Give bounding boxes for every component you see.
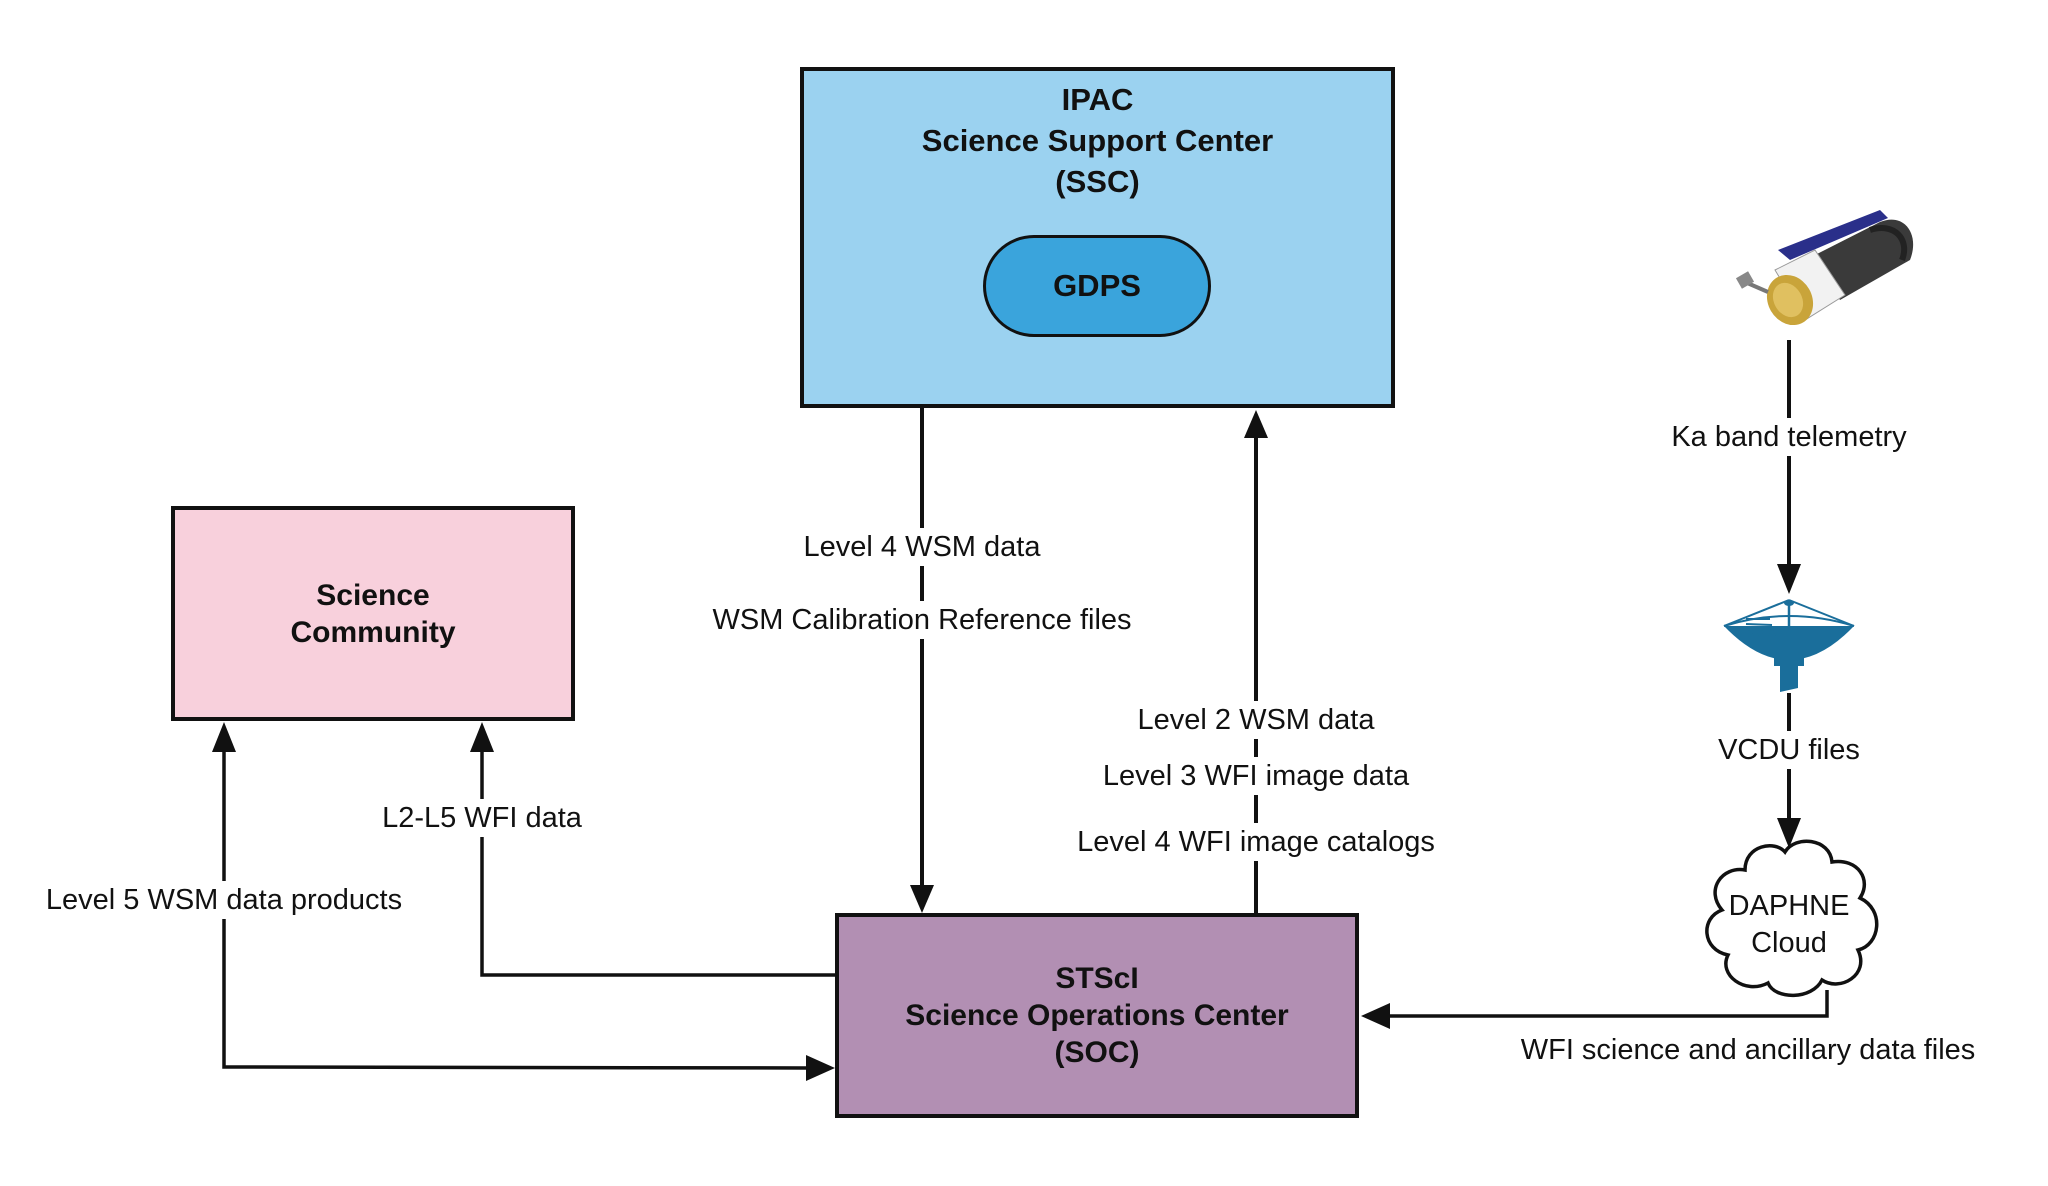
arrowhead-community-wfi [470, 722, 494, 752]
cloud-line-1: DAPHNE [1728, 890, 1850, 922]
arrowhead-cloud [1777, 818, 1801, 848]
edge-label-wsm-calibration: WSM Calibration Reference files [708, 601, 1136, 639]
edge-label-level2-wsm: Level 2 WSM data [1133, 701, 1379, 739]
arrow-community-soc-wsm [222, 750, 809, 1070]
edge-label-level4-wsm: Level 4 WSM data [799, 528, 1045, 566]
arrowhead-soc-left [1361, 1003, 1390, 1029]
arrowhead-community-wsm-up [212, 722, 236, 752]
ipac-subtitle: Science Support Center [921, 123, 1274, 158]
soc-abbrev: (SOC) [1054, 1036, 1140, 1069]
cloud-shape [1705, 839, 1879, 998]
ipac-title: IPAC [1061, 82, 1134, 117]
ipac-abbrev: (SSC) [1055, 164, 1140, 199]
soc-subtitle: Science Operations Center [905, 999, 1289, 1032]
soc-title: STScI [1055, 962, 1139, 995]
satellite-dish-icon [1723, 599, 1855, 692]
daphne-cloud-node[interactable]: DAPHNE Cloud [1729, 888, 1850, 962]
arrowhead-soc-wsm-right [806, 1055, 835, 1081]
science-community-box[interactable]: Science Community [171, 506, 575, 721]
stsci-soc-box[interactable]: STScI Science Operations Center (SOC) [835, 913, 1359, 1118]
edge-label-l2-l5-wfi: L2-L5 WFI data [378, 799, 586, 837]
edge-label-level4-wfi-catalogs: Level 4 WFI image catalogs [1073, 823, 1439, 861]
arrow-cloud-to-soc [1390, 990, 1829, 1018]
community-line-1: Science [316, 578, 430, 612]
edge-label-wfi-science-files: WFI science and ancillary data files [1520, 1034, 1976, 1066]
spacecraft-icon [1735, 210, 1914, 326]
arrowhead-soc-to-ipac [1244, 410, 1268, 438]
gdps-node[interactable]: GDPS [983, 235, 1211, 337]
arrowhead-ipac-to-soc [910, 885, 934, 913]
edge-label-ka-band: Ka band telemetry [1667, 418, 1911, 456]
arrow-soc-to-community-wfi [480, 750, 835, 977]
arrowhead-dish [1777, 564, 1801, 594]
edge-label-level3-wfi: Level 3 WFI image data [1098, 757, 1414, 795]
edge-label-vcdu: VCDU files [1714, 731, 1864, 769]
edge-label-level5-wsm: Level 5 WSM data products [41, 881, 407, 919]
community-line-2: Community [290, 615, 456, 649]
cloud-line-2: Cloud [1751, 927, 1827, 959]
